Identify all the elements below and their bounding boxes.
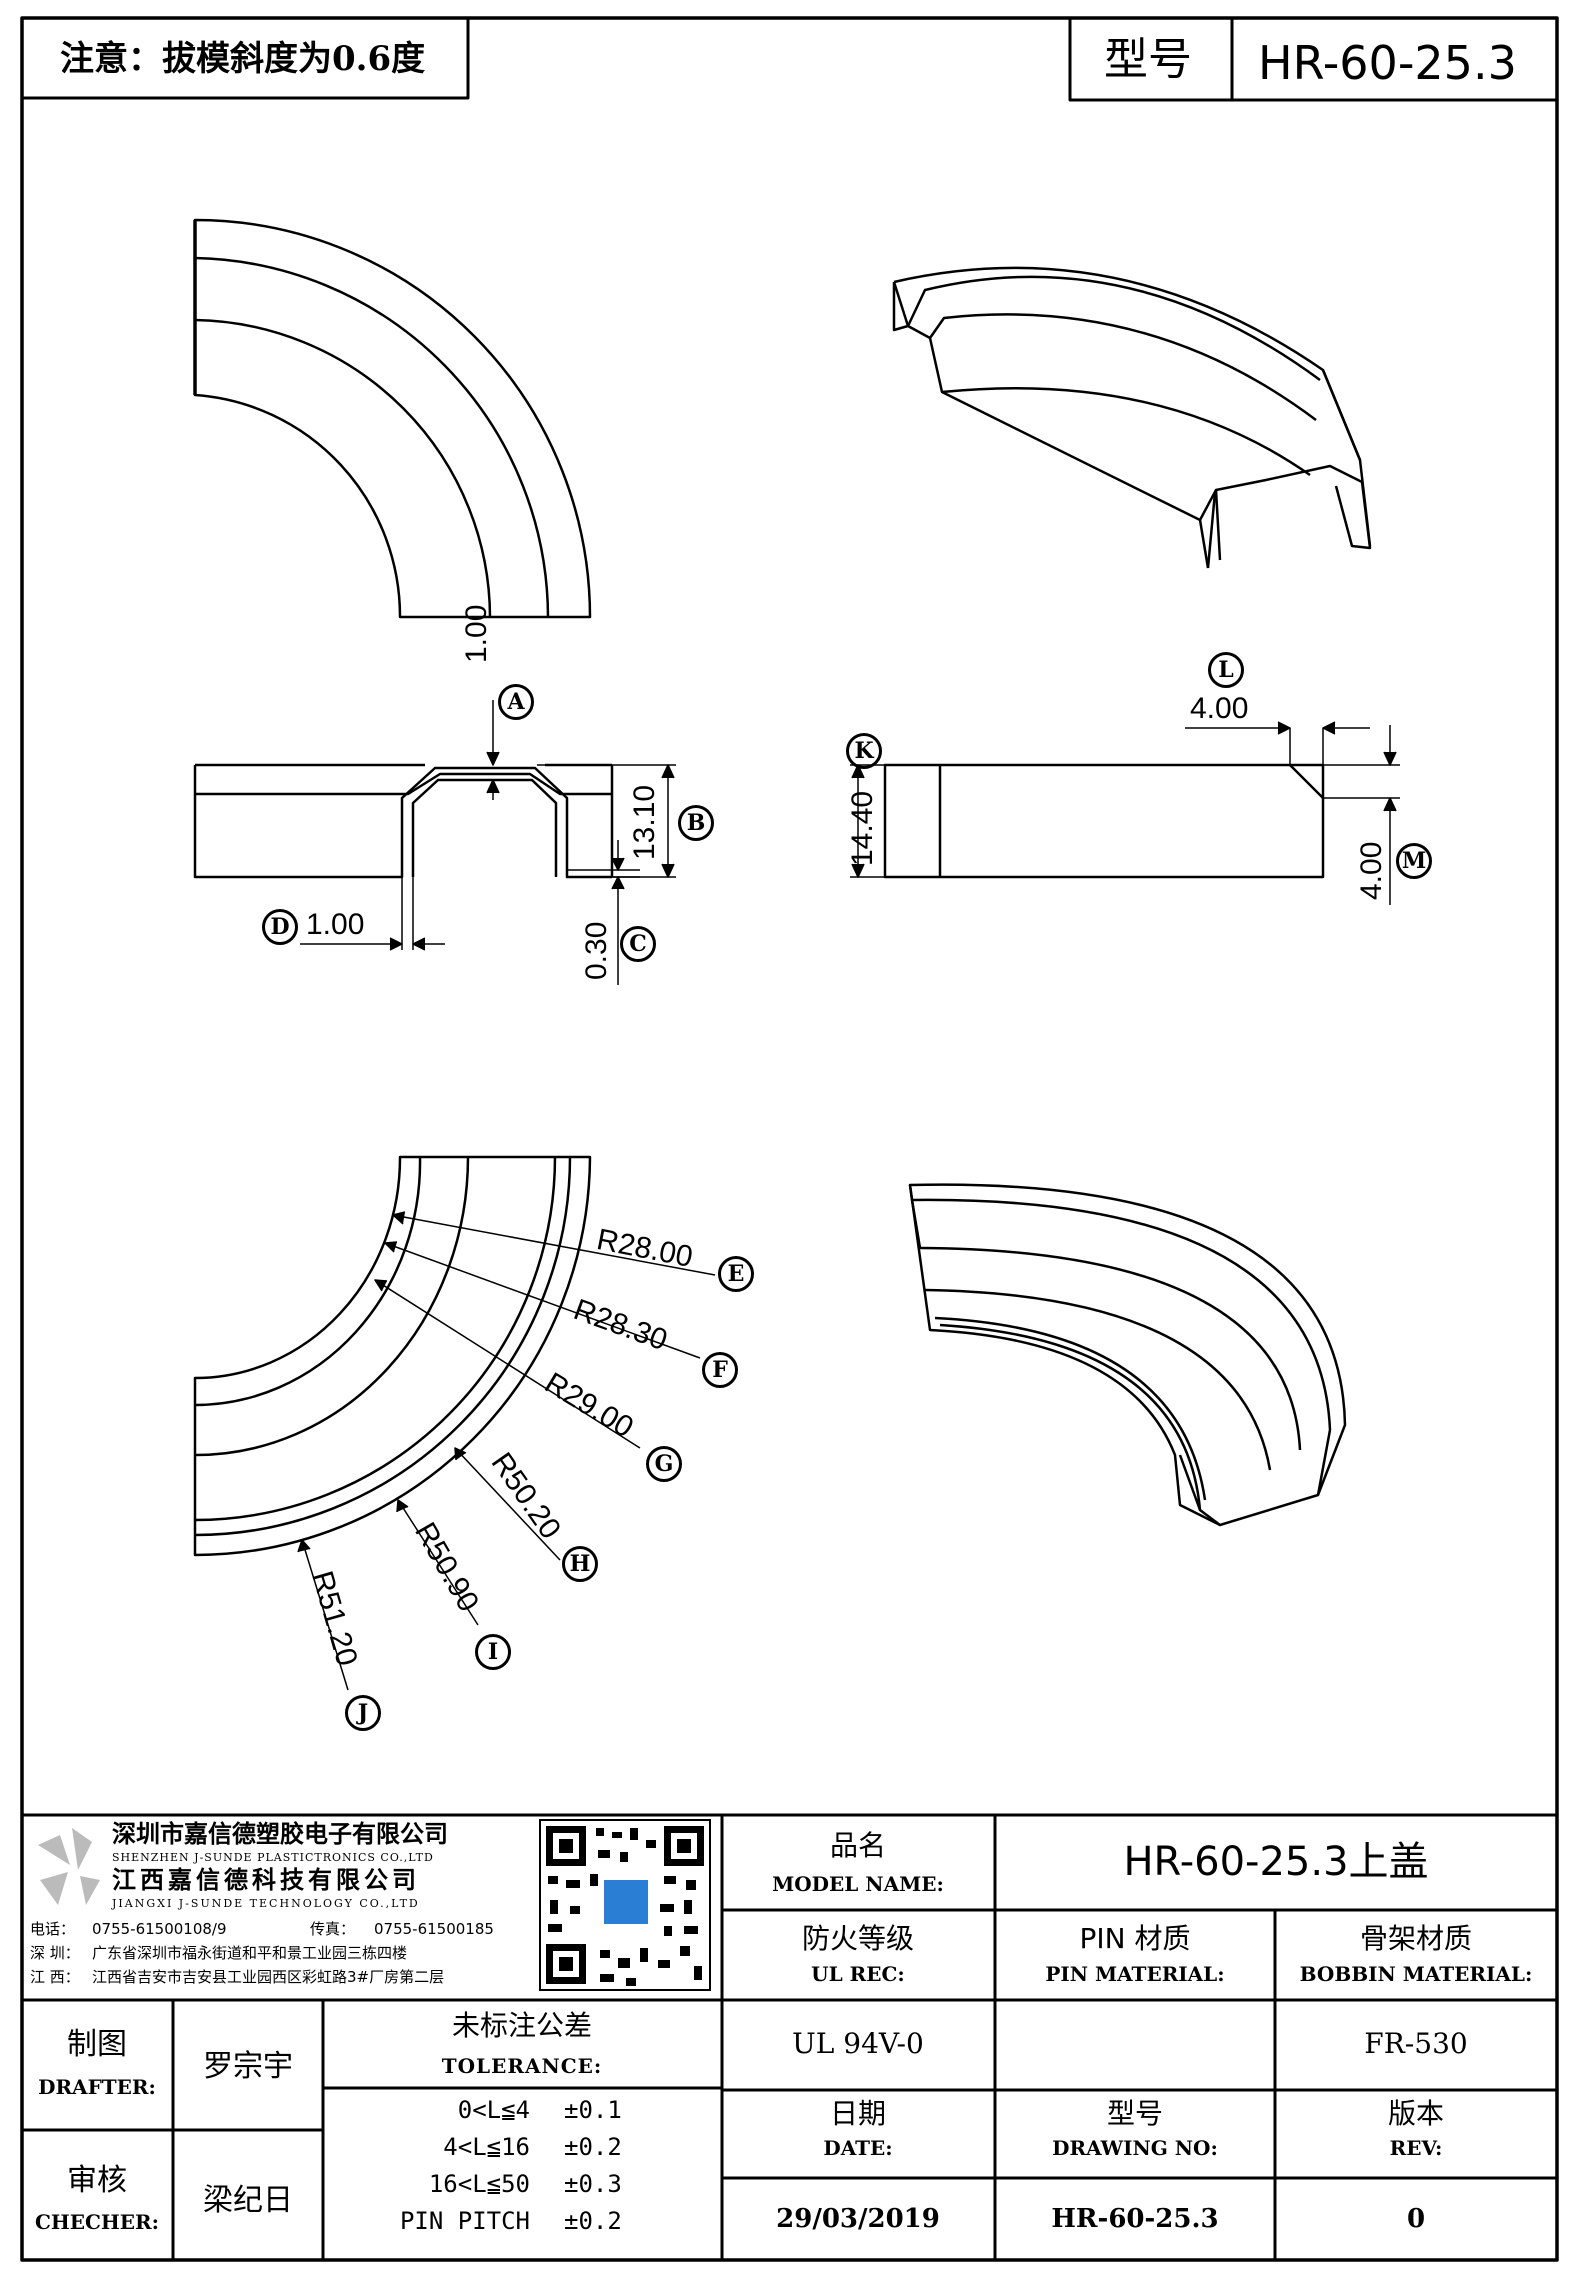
dim-a-label: A	[498, 684, 534, 720]
drafter-en: DRAFTER:	[38, 2075, 156, 2099]
rev-value: 0	[1406, 2204, 1426, 2234]
qr-code	[539, 1819, 711, 1991]
ul-cn: 防火等级	[801, 1922, 915, 1955]
tolerance-en: TOLERANCE:	[441, 2054, 603, 2078]
company-name-sz: 深圳市嘉信德塑胶电子有限公司	[112, 1820, 448, 1848]
tolerance-value: ±0.2	[564, 2133, 622, 2161]
drawing-no-cn: 型号	[1106, 2097, 1164, 2130]
tolerance-value: ±0.2	[564, 2207, 622, 2235]
note-box	[20, 16, 470, 100]
tolerance-range: PIN PITCH	[399, 2207, 530, 2235]
date-value: 29/03/2019	[776, 2204, 940, 2234]
tolerance-range: 0<L≦4	[457, 2096, 530, 2124]
rev-en: REV:	[1389, 2136, 1443, 2160]
dim-b-value: 13.10	[628, 784, 661, 860]
dim-j-label: J	[345, 1695, 381, 1731]
model-name-cn: 品名	[829, 1829, 887, 1862]
company-logo	[38, 1828, 100, 1905]
ul-value: UL 94V-0	[792, 2027, 924, 2060]
bobbin-en: BOBBIN MATERIAL:	[1299, 1962, 1533, 1986]
isometric-view-top	[892, 266, 1372, 569]
address-jx-label: 江 西：	[30, 1968, 80, 1986]
section-view	[193, 763, 614, 879]
tolerance-value: ±0.1	[564, 2096, 622, 2124]
phone-value: 0755-61500108/9	[92, 1920, 227, 1938]
dim-k-value: 14.40	[846, 790, 879, 866]
checker-cn: 审核	[67, 2163, 127, 2198]
drafter-value: 罗宗宇	[203, 2049, 293, 2084]
drafter-cn: 制图	[67, 2027, 127, 2062]
dim-c-value: 0.30	[580, 921, 613, 980]
tolerance-range: 4<L≦16	[443, 2133, 530, 2161]
checker-value: 梁纪日	[203, 2183, 293, 2218]
tolerance-cn: 未标注公差	[451, 2009, 593, 2042]
dim-l-label: L	[1208, 652, 1244, 688]
address-jx: 江西省吉安市吉安县工业园西区彩虹路3#厂房第二层	[92, 1968, 445, 1986]
dim-k-label: K	[846, 733, 882, 769]
address-sz-label: 深 圳：	[30, 1944, 80, 1962]
sheet-border	[20, 16, 1559, 2262]
model-value: HR-60-25.3	[1258, 36, 1517, 90]
top-view-arc	[193, 218, 592, 619]
drawing-no-en: DRAWING NO:	[1052, 2136, 1218, 2160]
dim-m-label: M	[1396, 843, 1432, 879]
model-name-en: MODEL NAME:	[772, 1872, 944, 1896]
company-name-sz-en: SHENZHEN J-SUNDE PLASTICTRONICS CO.,LTD	[112, 1851, 434, 1864]
model-name-value: HR-60-25.3上盖	[1123, 1839, 1429, 1885]
address-sz: 广东省深圳市福永街道和平和景工业园三栋四楼	[92, 1944, 408, 1962]
bobbin-value: FR-530	[1364, 2027, 1468, 2060]
radius-view	[193, 1155, 592, 1557]
tolerance-range: 16<L≦50	[428, 2170, 530, 2198]
model-box	[1068, 16, 1559, 102]
side-view	[883, 763, 1325, 879]
dim-g-label: G	[646, 1446, 682, 1482]
dim-e-label: E	[718, 1256, 754, 1292]
company-name-jx-en: JIANGXI J-SUNDE TECHNOLOGY CO.,LTD	[112, 1897, 420, 1910]
dim-m-value: 4.00	[1355, 841, 1388, 900]
section-dims	[300, 700, 676, 985]
phone-label: 电话：	[30, 1920, 76, 1938]
dim-d-value: 1.00	[306, 908, 365, 941]
ul-en: UL REC:	[811, 1962, 905, 1986]
fax-label: 传真：	[310, 1920, 356, 1938]
radius-leaders	[297, 1211, 716, 1691]
dim-b-label: B	[678, 805, 714, 841]
tolerance-value: ±0.3	[564, 2170, 622, 2198]
model-label: 型号	[1104, 34, 1192, 85]
dim-i-label: I	[475, 1634, 511, 1670]
dim-a-value: 1.00	[460, 604, 493, 663]
rev-cn: 版本	[1387, 2097, 1445, 2130]
isometric-view-bottom	[908, 1183, 1347, 1527]
pin-en: PIN MATERIAL:	[1045, 1962, 1225, 1986]
date-en: DATE:	[823, 2136, 893, 2160]
title-block-lines	[22, 1813, 1557, 2260]
pin-cn: PIN 材质	[1079, 1922, 1191, 1955]
date-cn: 日期	[829, 2097, 887, 2130]
dim-h-label: H	[562, 1546, 598, 1582]
dim-f-label: F	[702, 1352, 738, 1388]
checker-en: CHECHER:	[34, 2210, 160, 2234]
dim-c-label: C	[620, 926, 656, 962]
fax-value: 0755-61500185	[374, 1920, 494, 1938]
draft-angle-note: 注意：拔模斜度为0.6度	[60, 39, 426, 79]
bobbin-cn: 骨架材质	[1359, 1922, 1473, 1955]
company-name-jx: 江西嘉信德科技有限公司	[112, 1866, 420, 1894]
dim-l-value: 4.00	[1190, 692, 1249, 725]
drawing-no-value: HR-60-25.3	[1051, 2204, 1219, 2234]
dim-d-label: D	[262, 909, 298, 945]
